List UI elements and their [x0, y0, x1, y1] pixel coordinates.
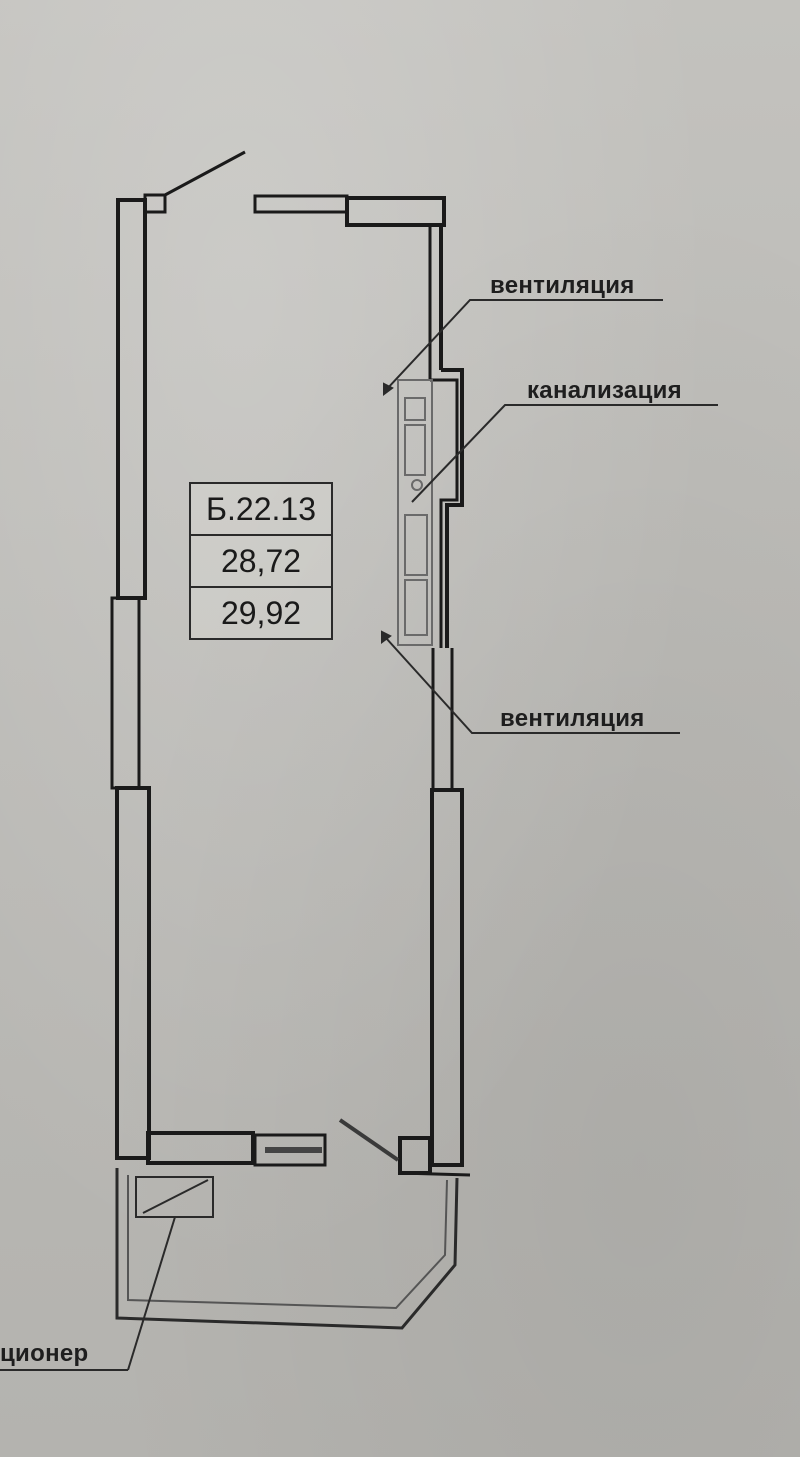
- balcony-inner-wall: [127, 1175, 448, 1310]
- sewerage-leader: [411, 404, 718, 503]
- ventilation-label-top: вентиляция: [490, 272, 635, 299]
- balcony-threshold: [399, 1171, 471, 1177]
- top-wall-left: [253, 194, 349, 214]
- unit-area-2: 29,92: [220, 595, 302, 631]
- sewerage-label: канализация: [527, 377, 682, 404]
- unit-id: Б.22.13: [191, 484, 331, 536]
- left-wall-upper: [116, 198, 147, 600]
- entry-door-jamb: [143, 193, 167, 214]
- sewer-pipe: [411, 479, 423, 491]
- kitchen-counter: [397, 379, 433, 646]
- ventilation-bottom-leader: [385, 637, 680, 734]
- ventilation-label-bottom: вентиляция: [500, 705, 645, 732]
- fixture-1: [404, 397, 426, 421]
- balcony-window-frame: [253, 1133, 327, 1167]
- fixture-2: [404, 424, 426, 476]
- left-wall-lower: [115, 786, 151, 1160]
- balcony-door-leaf: [338, 1118, 400, 1162]
- unit-tag: Б.22.13 28,72 29,92: [189, 482, 333, 640]
- fixture-4: [404, 579, 428, 636]
- ventilation-top-leader: [385, 299, 663, 391]
- air-conditioner-label: ционер: [0, 1340, 89, 1367]
- balcony-outer-wall: [115, 1168, 459, 1330]
- top-wall-right: [345, 196, 446, 227]
- left-window-frame: [110, 596, 141, 790]
- fixture-3: [404, 514, 428, 576]
- unit-area-1: 28,72: [191, 536, 331, 588]
- vent-marker-bottom: [381, 630, 392, 644]
- air-conditioner-cross: [142, 1179, 209, 1214]
- balcony-door-jamb: [398, 1136, 432, 1175]
- shaft-outer-wall: [441, 368, 464, 648]
- right-wall-lower: [430, 788, 464, 1167]
- bottom-wall-left: [146, 1131, 255, 1165]
- air-conditioner-leader: [127, 1216, 176, 1371]
- shaft-inner-wall: [430, 378, 459, 648]
- entry-door-leaf: [164, 150, 246, 197]
- vent-marker-top: [383, 382, 394, 396]
